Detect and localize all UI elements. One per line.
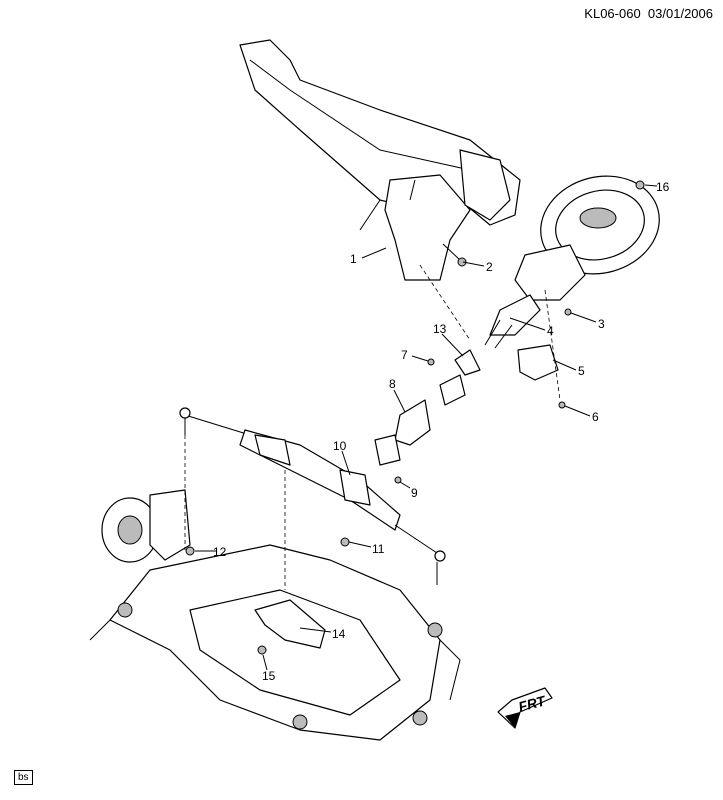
intermediate-shaft — [374, 349, 481, 466]
frt-label: FRT — [517, 692, 549, 715]
callout-2: 2 — [486, 260, 493, 274]
diagram-id: KL06-060 — [584, 6, 641, 21]
alignment-lines — [184, 264, 561, 590]
callout-7: 7 — [401, 348, 408, 362]
steering-column — [484, 244, 586, 381]
callout-14: 14 — [332, 627, 346, 641]
callout-4: 4 — [547, 324, 554, 338]
leader-lines — [195, 184, 658, 671]
cross-car-beam — [239, 39, 521, 281]
steering-rack — [179, 407, 446, 585]
callout-1: 1 — [350, 252, 357, 266]
callout-13: 13 — [433, 322, 447, 336]
callout-12: 12 — [213, 545, 227, 559]
front-direction-arrow: FRT — [497, 687, 553, 729]
callout-9: 9 — [411, 486, 418, 500]
diagram-date: 03/01/2006 — [647, 6, 713, 21]
callout-3: 3 — [598, 317, 605, 331]
steering-knuckle — [101, 489, 191, 563]
diagram-header: KL06-060 03/01/2006 — [584, 6, 713, 21]
callout-10: 10 — [333, 439, 347, 453]
heat-shield — [254, 599, 326, 649]
callout-11: 11 — [372, 542, 385, 556]
callout-6: 6 — [592, 410, 599, 424]
fasteners — [185, 180, 645, 655]
footer-tag: bs — [14, 770, 33, 785]
front-subframe — [89, 544, 461, 741]
callout-15: 15 — [262, 669, 276, 683]
callout-5: 5 — [578, 364, 585, 378]
callout-16: 16 — [656, 180, 670, 194]
callout-8: 8 — [389, 377, 396, 391]
